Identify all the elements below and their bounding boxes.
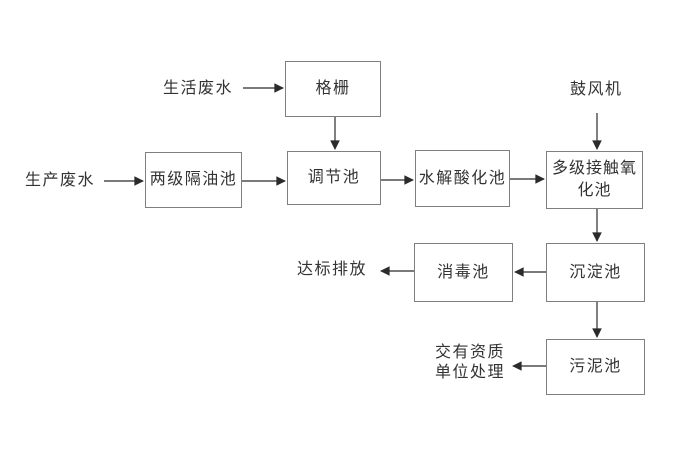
- label-qualified-unit-disposal: 交有资质 单位处理: [435, 343, 515, 383]
- node-disinfection-tank: 消毒池: [414, 243, 513, 302]
- label-production-wastewater: 生产废水: [25, 172, 96, 189]
- node-two-stage-oil-separator: 两级隔油池: [145, 152, 242, 208]
- label-standard-discharge: 达标排放: [297, 261, 368, 278]
- node-bar-screen: 格栅: [285, 61, 381, 117]
- label-blower: 鼓风机: [570, 81, 623, 98]
- node-hydrolysis-acidification-tank: 水解酸化池: [415, 150, 510, 207]
- label-line-2: 单位处理: [435, 364, 506, 381]
- node-sedimentation-tank: 沉淀池: [546, 243, 645, 302]
- node-sludge-tank: 污泥池: [546, 339, 645, 395]
- label-line-1: 交有资质: [435, 344, 506, 361]
- node-regulating-tank: 调节池: [287, 151, 381, 205]
- node-multistage-contact-oxidation-tank: 多级接触氧化池: [546, 151, 643, 209]
- label-domestic-wastewater: 生活废水: [163, 80, 234, 97]
- node-label: 多级接触氧化池: [551, 160, 637, 199]
